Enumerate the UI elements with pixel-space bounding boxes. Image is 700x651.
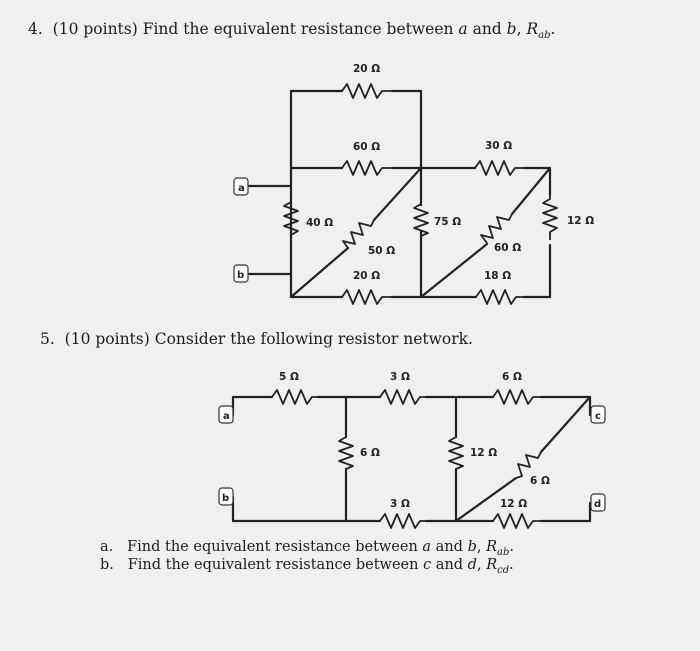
c1-resistor-bottom-left [341, 289, 392, 305]
c1-label-r-diag-left: 50 Ω [368, 245, 395, 257]
c2-resistor-bottom-right [492, 513, 541, 529]
question-5b-end: . [509, 557, 514, 573]
question-4-and: and [467, 20, 507, 38]
question-5a-var-2: b [467, 539, 477, 555]
question-5-number: 5. [40, 330, 55, 348]
c2-resistor-top-left [271, 389, 318, 405]
question-4-points: (10 points) [52, 20, 138, 38]
c1-label-r-right-top: 30 Ω [485, 140, 512, 152]
c2-label-r-top-left: 5 Ω [279, 371, 299, 383]
c2-resistor-top-mid [379, 389, 426, 405]
c1-label-r-far-right: 12 Ω [567, 215, 594, 227]
question-5b-r: R [486, 557, 498, 573]
question-5a-end: . [509, 539, 514, 555]
question-5b: b. Find the equivalent resistance betwee… [100, 557, 514, 576]
c1-label-r-mid-top: 60 Ω [353, 141, 380, 153]
c2-label-r-diag: 6 Ω [530, 475, 550, 487]
c2-resistor-top-right [492, 389, 541, 405]
c1-label-r-bottom-left: 20 Ω [353, 270, 380, 282]
question-5b-label: b. [100, 557, 114, 573]
question-4-text: Find the equivalent resistance between [142, 20, 459, 38]
c2-node-b-label: b [222, 493, 229, 504]
c2-node-d [590, 493, 606, 512]
question-5a-var-1: a [422, 539, 432, 555]
question-5b-r-sub: cd [497, 564, 510, 576]
question-5: 5. (10 points) Consider the following re… [40, 330, 473, 348]
c2-node-c-label: c [595, 411, 601, 422]
c1-label-r-top: 20 Ω [353, 63, 380, 75]
question-5b-and: and [431, 557, 468, 573]
c2-label-r-vert-left: 6 Ω [360, 447, 380, 459]
c2-label-r-bottom-right: 12 Ω [500, 498, 527, 510]
question-5a-sep: , [476, 539, 487, 555]
c1-node-b [233, 264, 249, 283]
c1-resistor-mid-top [341, 160, 392, 176]
question-5a-and: and [431, 539, 468, 555]
c1-label-r-middle-vertical: 75 Ω [434, 216, 461, 228]
question-5a-r-sub: ab [497, 546, 510, 558]
c2-label-r-top-right: 6 Ω [502, 371, 522, 383]
c1-resistor-top [341, 83, 392, 99]
c2-node-a-label: a [223, 411, 230, 422]
c2-wires [231, 395, 592, 523]
c2-resistor-bottom-mid [379, 513, 426, 529]
question-5a-label: a. [100, 539, 114, 555]
question-5-text: Consider the following resistor network. [154, 330, 473, 348]
c2-node-b [218, 487, 234, 506]
question-5b-sep: , [476, 557, 487, 573]
question-4-end: . [550, 20, 556, 38]
c1-node-b-label: b [237, 270, 244, 281]
question-4-r: R [526, 20, 539, 38]
question-5b-text: Find the equivalent resistance between [127, 557, 424, 573]
question-5-points: (10 points) [64, 330, 150, 348]
c1-label-r-left: 40 Ω [306, 217, 333, 229]
c1-resistor-far-right [542, 195, 558, 240]
c2-resistor-diag [515, 451, 542, 479]
circuit-1: 20 Ω 60 Ω 30 Ω 40 Ω 50 Ω 75 Ω 60 Ω 12 Ω … [233, 63, 594, 305]
question-4-var-a: a [458, 20, 468, 38]
c2-resistor-vert-left [338, 436, 354, 470]
question-5a-text: Find the equivalent resistance between [127, 539, 423, 555]
c2-node-c [590, 405, 606, 424]
c1-resistor-left [283, 196, 299, 241]
question-4-var-b: b [506, 20, 517, 38]
question-5b-var-1: c [423, 557, 432, 573]
c2-node-a [218, 405, 234, 424]
question-4-number: 4. [28, 20, 43, 38]
c2-node-d-label: d [594, 499, 601, 510]
question-5b-var-2: d [467, 557, 477, 573]
c1-label-r-diag-right: 60 Ω [494, 242, 521, 254]
c2-label-r-top-mid: 3 Ω [390, 371, 410, 383]
question-4: 4. (10 points) Find the equivalent resis… [28, 20, 555, 41]
c1-node-a [233, 177, 249, 196]
question-5a-r: R [486, 539, 497, 555]
c1-resistor-diag-left [342, 219, 375, 249]
c1-resistor-bottom-right [475, 289, 524, 305]
circuit-2: 5 Ω 3 Ω 6 Ω 6 Ω 12 Ω 6 Ω 3 Ω 12 Ω a b c … [218, 371, 606, 529]
c1-resistor-middle-vertical [413, 200, 429, 240]
c1-node-a-label: a [238, 183, 245, 194]
c1-wires [247, 89, 552, 299]
question-5a: a. Find the equivalent resistance betwee… [100, 539, 514, 558]
c2-resistor-vert-mid [448, 436, 464, 470]
question-4-sep: , [516, 20, 527, 38]
c1-resistor-diag-right [480, 213, 513, 244]
c2-label-r-vert-mid: 12 Ω [470, 447, 497, 459]
c1-label-r-bottom-right: 18 Ω [484, 270, 511, 282]
c2-label-r-bottom-mid: 3 Ω [390, 498, 410, 510]
question-4-r-sub: ab [538, 30, 551, 42]
c1-resistor-right-top [474, 160, 524, 176]
